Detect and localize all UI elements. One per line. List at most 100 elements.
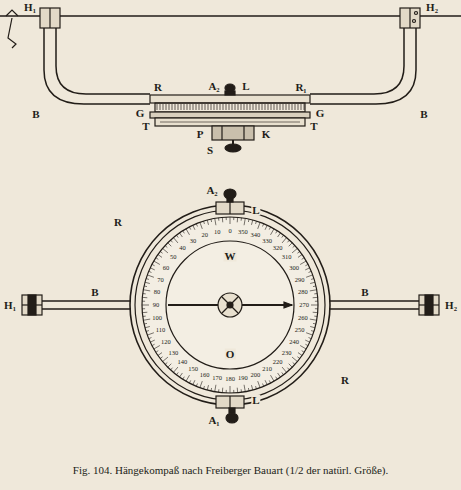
dial-number: 260 (298, 315, 308, 322)
ring-label: R (153, 82, 163, 93)
clamp-label: L (251, 395, 260, 406)
dial-tick (278, 233, 281, 237)
plan-view (22, 189, 439, 423)
dial-tick (203, 386, 205, 389)
dial-tick (222, 388, 223, 393)
dial-tick (314, 293, 317, 294)
dial-tick (233, 217, 234, 220)
dial-tick (207, 220, 208, 225)
dial-tick (287, 368, 289, 370)
dial-tick (183, 377, 185, 380)
dial-tick (165, 362, 167, 364)
dial-tick (300, 261, 306, 265)
dial-tick (298, 353, 302, 356)
dial-number: 230 (282, 349, 292, 356)
direction-letter: W (224, 251, 237, 262)
dial-tick (269, 227, 270, 230)
dial-tick (255, 221, 257, 224)
dial-tick (215, 218, 216, 225)
dial-tick (168, 243, 172, 247)
dial-tick (311, 330, 314, 332)
dial-number: 20 (201, 232, 208, 239)
dial-tick (305, 344, 308, 345)
dial-tick (196, 384, 197, 387)
screw-label: S (206, 145, 214, 156)
clamp-label: L (251, 205, 260, 216)
dial-tick (183, 231, 185, 234)
ring-label: R₁ (294, 82, 307, 93)
dial-number: 200 (250, 371, 260, 378)
dial-tick (150, 268, 155, 270)
dial-tick (302, 258, 305, 260)
dial-tick (310, 319, 317, 320)
side-view (0, 8, 461, 152)
dial-tick (265, 225, 267, 230)
dial-tick (248, 388, 250, 391)
dial-tick (210, 219, 212, 222)
dial-number: 80 (154, 289, 161, 296)
dial-tick (176, 235, 178, 237)
dial-tick (143, 316, 146, 317)
dial-number: 100 (152, 315, 162, 322)
dial-tick (147, 275, 154, 277)
dial-tick (282, 367, 286, 372)
dial-tick (263, 384, 264, 387)
clamp-knob-label: A₂ (205, 185, 218, 196)
dial-tick (276, 377, 278, 380)
dial-tick (168, 364, 172, 368)
dial-tick (255, 386, 257, 389)
dial-tick (143, 319, 150, 320)
dial-tick (237, 217, 238, 222)
dial-tick (293, 362, 295, 364)
dial-tick (163, 248, 168, 252)
clamp-label: L (241, 81, 250, 92)
dial-tick (306, 333, 313, 335)
dial-tick (271, 375, 275, 381)
dial-tick (193, 225, 195, 230)
dial-tick (158, 353, 162, 356)
dial-tick (313, 323, 316, 325)
dial-tick (230, 386, 231, 393)
dial-tick (276, 231, 278, 234)
dial-tick (251, 385, 252, 390)
dial-tick (230, 217, 231, 224)
dial-tick (158, 255, 162, 258)
dial-number: 50 (170, 254, 177, 261)
dial-number: 150 (188, 366, 198, 373)
dial-tick (142, 308, 145, 309)
dial-tick (160, 357, 162, 359)
dial-tick (297, 357, 299, 359)
clamp-knob-label: A₂ (207, 81, 220, 92)
dial-tick (218, 218, 219, 221)
dial-tick (311, 278, 314, 280)
dial-tick (147, 333, 154, 335)
dial-tick (180, 233, 183, 237)
dial-tick (314, 316, 317, 317)
dial-tick (258, 381, 260, 388)
dial-number: 180 (225, 376, 235, 383)
bail-label: B (419, 109, 428, 120)
dial-tick (282, 235, 284, 237)
dial-tick (287, 240, 289, 242)
dial-tick (310, 326, 315, 327)
dial-tick (292, 357, 297, 361)
dial-tick (142, 301, 145, 302)
dial-tick (313, 285, 316, 287)
dial-number: 130 (168, 349, 178, 356)
dial-tick (173, 238, 177, 243)
dial-tick (218, 389, 219, 392)
dial-number: 210 (262, 366, 272, 373)
dial-tick (189, 227, 190, 230)
dial-tick (173, 367, 177, 372)
dial-tick (222, 217, 223, 222)
dial-number: 320 (273, 245, 283, 252)
dial-tick (154, 261, 160, 265)
ring-label: R (340, 375, 350, 386)
dial-tick (215, 385, 216, 392)
dial-number: 300 (289, 265, 299, 272)
dial-tick (152, 264, 155, 265)
dial-number: 330 (262, 238, 272, 245)
dial-tick (244, 385, 245, 392)
dial-tick (300, 346, 306, 350)
dial-tick (313, 297, 318, 298)
